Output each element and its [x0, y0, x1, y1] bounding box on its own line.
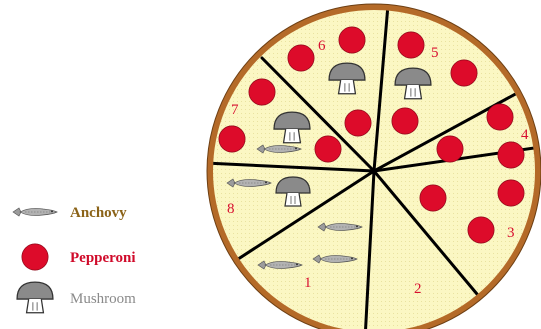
pepperoni-topping	[339, 27, 365, 53]
pepperoni-topping	[498, 142, 524, 168]
pepperoni-topping	[315, 136, 341, 162]
slice-label-7: 7	[231, 102, 239, 118]
legend-label-mushroom: Mushroom	[70, 291, 136, 307]
pepperoni-topping	[451, 60, 477, 86]
pepperoni-topping	[398, 32, 424, 58]
legend: Anchovy Pepperoni Mushroom	[13, 205, 136, 313]
legend-label-pepperoni: Pepperoni	[70, 250, 136, 266]
legend-item-mushroom: Mushroom	[17, 282, 136, 313]
slice-label-4: 4	[521, 127, 529, 143]
anchovy-icon	[13, 208, 57, 216]
pepperoni-topping	[420, 185, 446, 211]
pepperoni-topping	[437, 136, 463, 162]
slice-label-1: 1	[304, 275, 312, 291]
pepperoni-topping	[498, 180, 524, 206]
pepperoni-topping	[487, 104, 513, 130]
slice-label-2: 2	[414, 281, 422, 297]
pepperoni-topping	[392, 108, 418, 134]
legend-label-anchovy: Anchovy	[70, 205, 127, 221]
legend-item-pepperoni: Pepperoni	[22, 244, 136, 270]
slice-label-8: 8	[227, 201, 235, 217]
pizza: 6 5 7 4 8 3 1 2	[205, 4, 541, 329]
slice-label-3: 3	[507, 225, 515, 241]
pepperoni-topping	[249, 79, 275, 105]
slice-label-6: 6	[318, 38, 326, 54]
pepperoni-topping	[468, 217, 494, 243]
mushroom-icon	[17, 282, 53, 313]
pepperoni-topping	[345, 110, 371, 136]
slice-label-5: 5	[431, 45, 439, 61]
pepperoni-topping	[219, 126, 245, 152]
legend-item-anchovy: Anchovy	[13, 205, 127, 221]
pepperoni-topping	[288, 45, 314, 71]
pepperoni-icon	[22, 244, 48, 270]
